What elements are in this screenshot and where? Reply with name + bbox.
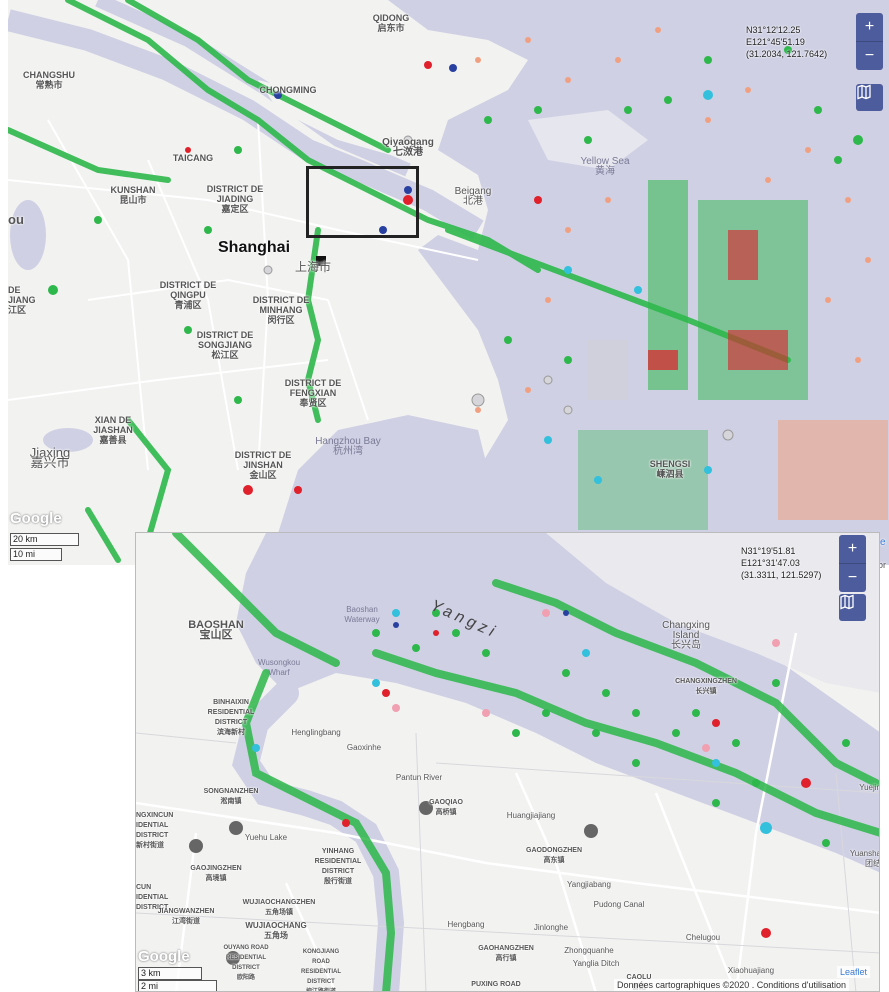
place-yuejin: Yuejin <box>859 783 880 792</box>
map-layers-icon <box>840 594 854 610</box>
place-yanglia-ditch: Yanglia Ditch <box>572 959 620 968</box>
coordinate-readout-detail: N31°19'51.81 E121°31'47.03 (31.3311, 121… <box>741 545 821 581</box>
place-jinshan: DISTRICT DE JINSHAN 金山区 <box>234 450 292 480</box>
map-layers-button[interactable] <box>856 84 883 111</box>
map-layers-icon <box>857 84 871 100</box>
place-henglingbang: Henglingbang <box>291 728 341 737</box>
place-minhang: DISTRICT DE MINHANG 闵行区 <box>252 295 310 325</box>
place-kunshan: KUNSHAN 昆山市 <box>110 185 156 205</box>
place-shanghai: Shanghai <box>218 239 291 256</box>
place-gaojingzhen: GAOJINGZHEN 高境镇 <box>190 865 242 882</box>
place-yinhang: YINHANG RESIDENTIAL DISTRICT 殷行街道 <box>314 848 362 885</box>
place-yuehu-lake: Yuehu Lake <box>244 833 288 842</box>
place-yellow-sea: Yellow Sea 黄海 <box>580 156 630 177</box>
zoom-area-rectangle <box>306 166 419 238</box>
coordinate-lat-detail: N31°19'51.81 <box>741 546 796 556</box>
place-taicang: TAICANG <box>172 153 214 163</box>
google-logo: Google <box>10 510 62 527</box>
place-jinlonghe: Jinlonghe <box>533 923 569 932</box>
place-hengbang: Hengbang <box>447 920 485 929</box>
coordinate-lon-detail: E121°31'47.03 <box>741 558 800 568</box>
place-puxing: PUXING ROAD <box>471 981 521 988</box>
bay-area <box>268 415 488 565</box>
edge-right-or: or <box>878 560 887 570</box>
place-changxing: Changxing Island 长兴岛 <box>662 620 710 651</box>
place-zhongquanhe: Zhongquanhe <box>564 946 614 955</box>
google-logo-detail: Google <box>138 948 190 965</box>
place-kongjiang: KONGJIANG ROAD RESIDENTIAL DISTRICT 控江路街… <box>300 949 341 992</box>
map-attribution: Données cartographiques ©2020 . Conditio… <box>614 979 849 991</box>
place-xiaohuajiang: Xiaohuajiang <box>727 966 775 975</box>
overview-map[interactable]: QIDONG 启东市 CHANGSHU 常熟市 CHONGMING Qiyaog… <box>8 0 889 565</box>
scale-bar-mi-detail: 2 mi <box>138 980 217 991</box>
place-baoshan-waterway: Baoshan Waterway <box>344 605 380 624</box>
place-beigang: Beigang 北港 <box>454 186 492 207</box>
coordinate-lat: N31°12'12.25 <box>746 25 801 35</box>
place-qidong: QIDONG 启东市 <box>372 13 410 33</box>
coordinate-decimal: (31.2034, 121.7642) <box>746 49 828 59</box>
attribution-text[interactable]: Données cartographiques ©2020 . Conditio… <box>617 980 846 990</box>
place-ouyang: OUYANG ROAD RESIDENTIAL DISTRICT 欧阳路 <box>223 945 269 981</box>
zoom-control-detail: + − <box>839 535 866 592</box>
place-pantun-river: Pantun River <box>395 773 443 782</box>
place-baoshan: BAOSHAN 宝山区 <box>188 619 244 641</box>
coordinate-lon: E121°45'51.19 <box>746 37 805 47</box>
place-yuanshan: Yuansha 团结 <box>849 849 880 868</box>
place-jiading: DISTRICT DE JIADING 嘉定区 <box>206 184 264 214</box>
place-changxingzhen: CHANGXINGZHEN 长兴镇 <box>675 678 737 695</box>
place-gaoqiao: GAOQIAO 高桥镇 <box>429 799 463 816</box>
map-layers-button-detail[interactable] <box>839 594 866 621</box>
changxing-island <box>546 533 879 693</box>
scale-bar-mi: 10 mi <box>10 548 62 561</box>
place-changshu: CHANGSHU 常熟市 <box>22 70 75 90</box>
place-gaohangzhen: GAOHANGZHEN 高行镇 <box>478 945 534 962</box>
place-hangzhou-bay: Hangzhou Bay 杭州湾 <box>315 436 381 457</box>
place-binhaixin: BINHAIXIN RESIDENTIAL DISTRICT 滨海新村 <box>207 699 255 736</box>
place-gaoxinhe: Gaoxinhe <box>346 743 382 752</box>
place-cun: CUN IDENTIAL DISTRICT <box>136 884 169 911</box>
shanghai-city-marker <box>316 256 326 266</box>
detail-map-canvas <box>136 533 879 991</box>
place-jiaxing: Jiaxing 嘉兴市 <box>29 445 71 470</box>
place-yangjiabang: Yangjiabang <box>567 880 611 889</box>
zoom-in-button-detail[interactable]: + <box>839 535 866 564</box>
place-chongming: CHONGMING <box>259 85 317 95</box>
zoom-out-button-detail[interactable]: − <box>847 569 858 586</box>
scale-bar-km-detail: 3 km <box>138 967 202 980</box>
river-yangzi <box>236 533 879 873</box>
place-huangjiajiang: Huangjiajiang <box>506 811 556 820</box>
place-wujiaochang: WUJIAOCHANG 五角场 <box>245 921 307 940</box>
place-chelugou: Chelugou <box>685 933 721 942</box>
scale-bar-km: 20 km <box>10 533 79 546</box>
overview-map-canvas <box>8 0 889 565</box>
zoom-in-button[interactable]: + <box>856 13 883 42</box>
sea-area <box>338 0 889 565</box>
detail-map[interactable]: Yangzi BAOSHAN 宝山区 Baoshan Waterway Wuso… <box>135 532 880 992</box>
leaflet-link[interactable]: Leaflet <box>837 966 871 978</box>
coordinate-readout: N31°12'12.25 E121°45'51.19 (31.2034, 121… <box>746 24 827 60</box>
edge-left-mid: DE JIANG 江区 <box>8 285 36 315</box>
place-qingpu: DISTRICT DE QINGPU 青浦区 <box>159 280 217 310</box>
island <box>258 80 448 160</box>
place-songjiang: DISTRICT DE SONGJIANG 松江区 <box>196 330 254 360</box>
place-shengsi: SHENGSI 嵊泗县 <box>649 459 691 479</box>
place-songnanzhen: SONGNANZHEN 淞南镇 <box>203 788 259 805</box>
place-pudong-canal: Pudong Canal <box>593 900 645 909</box>
place-jiangwanzhen: JIANGWANZHEN 江湾街道 <box>157 908 215 925</box>
place-gaodongzhen: GAODONGZHEN 高东镇 <box>526 847 582 864</box>
place-wusongkou: Wusongkou Wharf <box>257 658 301 677</box>
edge-right-e: e <box>880 537 886 548</box>
place-qiyaogang: Qiyaogang 七滧港 <box>382 137 434 158</box>
place-xincun: NGXINCUN IDENTIAL DISTRICT 新村街道 <box>136 812 174 849</box>
place-jiashan: XIAN DE JIASHAN 嘉善县 <box>93 415 133 445</box>
coordinate-decimal-detail: (31.3311, 121.5297) <box>741 570 822 580</box>
zoom-control: + − <box>856 13 883 70</box>
zoom-out-button[interactable]: − <box>864 47 875 64</box>
place-shanghai-cn: 上海市 <box>294 260 331 274</box>
place-fengxian: DISTRICT DE FENGXIAN 奉贤区 <box>284 378 342 408</box>
place-wujiaochangzhen: WUJIAOCHANGZHEN 五角场镇 <box>242 899 316 916</box>
edge-left-top: ou <box>8 212 24 227</box>
